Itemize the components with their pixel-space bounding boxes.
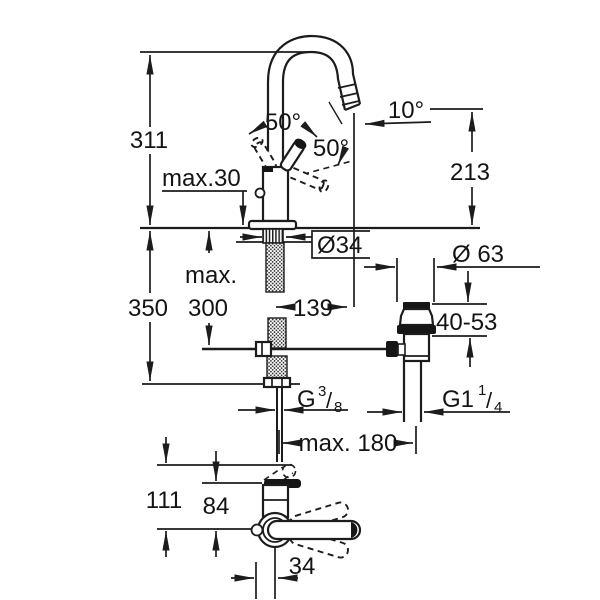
- mounting-nut: [262, 376, 292, 389]
- dia34-box: [311, 230, 370, 259]
- dim-34-label: 34: [289, 553, 316, 580]
- dim-213-label: 213: [450, 159, 490, 186]
- rod-joint: [397, 343, 406, 356]
- rod-connector: [254, 340, 273, 358]
- dim-max300: max. 300: [185, 231, 237, 345]
- faucet-body: [261, 165, 290, 223]
- base-flange: [247, 219, 298, 231]
- plan-lever-cap: [351, 522, 358, 538]
- dim-max180: max. 180: [278, 426, 417, 457]
- dim-84-label: 84: [203, 493, 230, 520]
- dim-g38: G 3 / 8: [238, 375, 348, 416]
- threaded-shank-3: [266, 355, 288, 379]
- angle-arc: [328, 101, 343, 125]
- body-notch: [263, 167, 273, 172]
- dim-max30: max.30: [162, 165, 247, 225]
- dim-350-label: 350: [128, 295, 168, 322]
- dim-40-53-label: 40-53: [436, 309, 497, 336]
- supply-pipe: [276, 387, 283, 462]
- dim-dia63-label: Ø 63: [452, 241, 504, 268]
- dim-g114: G1 1 / 4: [367, 374, 510, 416]
- dim-111-label: 111: [146, 487, 182, 514]
- dim-139-label: 139: [293, 295, 333, 322]
- plan-view: 111 84: [146, 437, 362, 599]
- mounting-collar: [262, 228, 284, 244]
- waste-flange: [398, 307, 435, 327]
- rod-joint-knob: [386, 341, 398, 357]
- spout-tip: [344, 102, 361, 112]
- popup-rod-knob: [254, 187, 266, 199]
- popup-waste: [386, 302, 436, 422]
- plan-body: [261, 483, 290, 519]
- faucet-outline: [247, 34, 362, 231]
- waste-body: [402, 332, 431, 363]
- plan-rod-knob: [250, 523, 264, 537]
- aerator-bands: [337, 83, 360, 106]
- spout-inner-curve: [281, 50, 347, 111]
- lever-ghost-right: [286, 166, 330, 193]
- dim-311: 311: [130, 55, 168, 225]
- popup-rod: [202, 340, 388, 358]
- shank-assembly: [262, 228, 292, 462]
- plan-lever: [266, 519, 362, 541]
- dim-10deg: 10°: [328, 97, 483, 128]
- dim-111: 111: [146, 437, 182, 557]
- dim-139: 139: [276, 295, 347, 322]
- dim-max30-label: max.30: [162, 165, 241, 192]
- front-view: 311 350 max.30 max. 300 213: [128, 34, 540, 462]
- dim-max300-prefix: max.: [185, 262, 237, 289]
- dim-34: 34: [231, 546, 315, 599]
- dim-213: 213: [450, 112, 490, 225]
- dim-max180-label: max. 180: [299, 430, 398, 457]
- dim-350: 350: [128, 231, 168, 381]
- plan-lever-ghost-up: [289, 501, 349, 532]
- dim-311-label: 311: [130, 127, 168, 154]
- dim-50deg-lever: 50°: [292, 135, 353, 178]
- lever-handle: [279, 138, 307, 172]
- plan-faucet: [250, 463, 362, 559]
- spout-ghost-outlet: [281, 463, 297, 479]
- dim-40-53: 40-53: [432, 271, 497, 367]
- dim-dia63: Ø 63: [364, 241, 540, 302]
- waste-cap: [403, 302, 430, 309]
- waste-seal: [397, 325, 436, 334]
- dim-10deg-label: 10°: [388, 97, 424, 124]
- dim-g38-label: G 3 / 8: [297, 375, 342, 416]
- dim-g114-label: G1 1 / 4: [442, 374, 502, 416]
- threaded-shank: [265, 242, 285, 293]
- dim-84: 84: [203, 451, 230, 557]
- dim-dia34: Ø34: [240, 230, 370, 259]
- waste-tailpiece: [402, 361, 423, 422]
- dim-50deg-lever-label: 50°: [313, 135, 349, 162]
- spout-outer-curve: [266, 34, 362, 105]
- dim-max300-value: 300: [188, 295, 228, 322]
- dim-dia34-label: Ø34: [317, 232, 362, 259]
